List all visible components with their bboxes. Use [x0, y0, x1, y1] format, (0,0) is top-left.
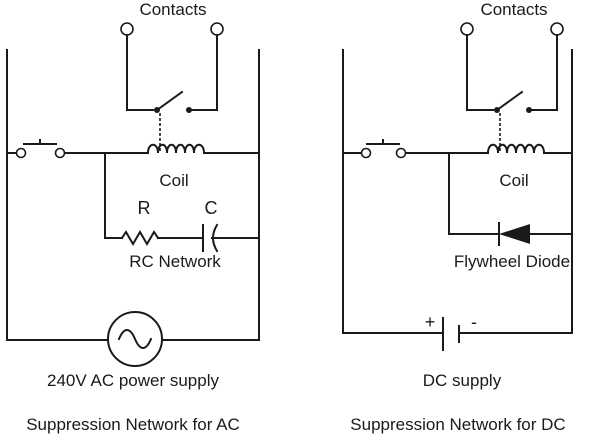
dc-supply-label: DC supply	[423, 371, 502, 390]
ac-contact-terminal-left	[120, 22, 134, 36]
ac-resistor-symbol	[120, 230, 160, 246]
ac-push-switch	[6, 139, 66, 159]
dc-minus-sign: -	[471, 312, 477, 332]
ac-capacitor-label: C	[205, 198, 218, 218]
dc-diode-label: Flywheel Diode	[454, 252, 570, 271]
ac-right-rail	[161, 49, 260, 341]
dc-battery-symbol	[442, 317, 460, 351]
ac-contact-wire-left	[126, 34, 154, 111]
ac-rc-network-label: RC Network	[129, 252, 221, 271]
dc-contact-terminal-left	[460, 22, 474, 36]
ac-circuit: Contacts Coil	[6, 0, 260, 434]
ac-supply-label: 240V AC power supply	[47, 371, 219, 390]
dc-plus-sign: +	[425, 312, 436, 332]
dc-circuit: Contacts Coil	[342, 0, 573, 434]
dc-caption: Suppression Network for DC	[350, 415, 565, 434]
ac-coil-label: Coil	[159, 171, 188, 190]
dc-contact-terminal-right	[550, 22, 564, 36]
ac-caption: Suppression Network for AC	[26, 415, 240, 434]
dc-coil-symbol	[486, 143, 546, 155]
dc-push-switch	[342, 139, 407, 159]
ac-resistor-label: R	[138, 198, 151, 218]
dc-contact-wire-right	[530, 34, 558, 111]
dc-relay-contact-switch	[494, 90, 532, 113]
dc-diode-branch-wire-left	[448, 152, 500, 235]
ac-rc-branch-wire-left	[104, 152, 123, 239]
dc-coil-label: Coil	[499, 171, 528, 190]
ac-coil-symbol	[146, 143, 206, 155]
dc-flywheel-diode-symbol	[498, 222, 530, 246]
ac-contact-terminal-right	[210, 22, 224, 36]
dc-left-rail	[342, 49, 442, 334]
dc-contacts-label: Contacts	[480, 0, 547, 19]
dc-right-rail	[460, 49, 573, 334]
ac-contact-wire-right	[190, 34, 218, 111]
dc-contact-wire-left	[466, 34, 494, 111]
ac-relay-contact-switch	[154, 90, 192, 113]
ac-contacts-label: Contacts	[139, 0, 206, 19]
ac-source-symbol	[107, 311, 163, 367]
ac-left-rail	[6, 49, 109, 341]
